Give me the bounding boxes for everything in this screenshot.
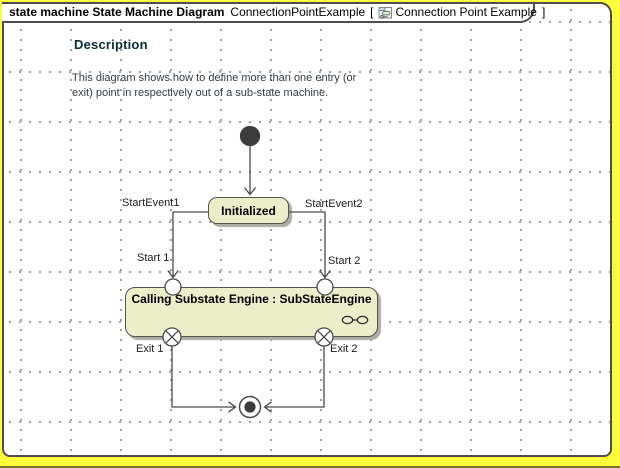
entry-point-label-start2[interactable]: Start 2 [328, 255, 361, 267]
description-body[interactable]: This diagram shows how to define more th… [72, 71, 356, 101]
description-heading[interactable]: Description [74, 37, 148, 52]
transition-label-startevent1[interactable]: StartEvent1 [122, 197, 180, 209]
exit-point-label-exit1[interactable]: Exit 1 [136, 343, 164, 355]
diagram-context-name: ConnectionPointExample [230, 5, 366, 19]
diagram-type-title: state machine State Machine Diagram [9, 5, 225, 19]
exit-point-label-exit2[interactable]: Exit 2 [330, 343, 358, 355]
state-calling-substate-engine[interactable]: Calling Substate Engine : SubStateEngine [125, 287, 378, 337]
state-calling-substate-engine-label: Calling Substate Engine : SubStateEngine [131, 292, 372, 306]
transition-label-startevent2[interactable]: StartEvent2 [305, 198, 363, 210]
entry-point-label-start1[interactable]: Start 1 [137, 252, 170, 264]
diagram-name: Connection Point Example [395, 5, 537, 19]
state-initialized[interactable]: Initialized [208, 197, 289, 224]
description-line-2: exit) point in respectively out of a sub… [72, 87, 329, 99]
bracket-open: [ [370, 5, 374, 19]
window-bottom-edge [0, 466, 620, 468]
diagram-title-tab[interactable]: state machine State Machine Diagram Conn… [2, 2, 545, 23]
state-machine-diagram-icon [378, 5, 393, 20]
state-initialized-label: Initialized [221, 203, 276, 218]
description-line-1: This diagram shows how to define more th… [72, 72, 357, 84]
bracket-close: ] [541, 5, 546, 19]
